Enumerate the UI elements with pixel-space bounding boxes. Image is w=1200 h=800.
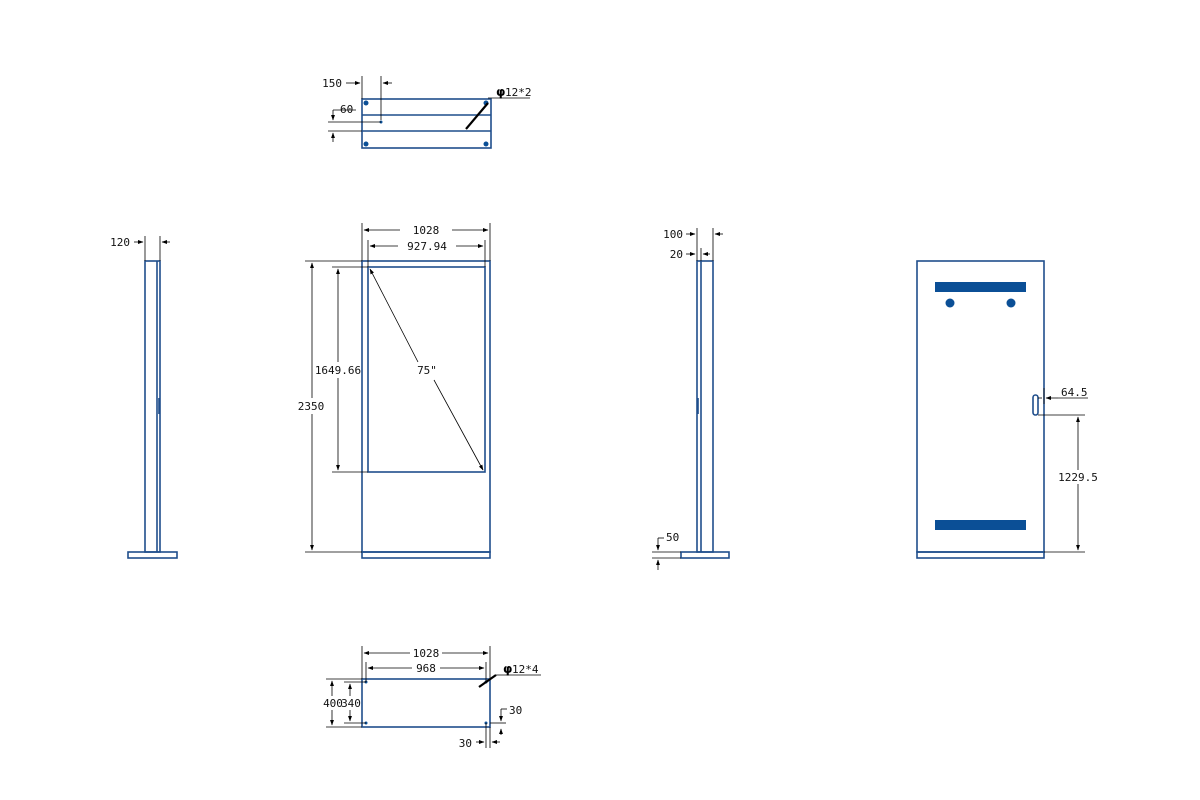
top-mounting-bar — [935, 282, 1026, 292]
back-view-outline — [916, 260, 1045, 553]
screen-outline — [367, 266, 486, 473]
dim-20: 20 — [670, 248, 683, 261]
back-view: 64.5 1229.5 — [916, 260, 1098, 559]
base-hole-note: 12*4 — [512, 663, 539, 676]
dim-1229-5: 1229.5 — [1058, 471, 1098, 484]
back-hole — [1006, 298, 1016, 308]
right-side-pillar — [696, 260, 714, 553]
base-plate-outline — [361, 678, 491, 728]
back-view-base — [916, 551, 1045, 559]
dim-64-5: 64.5 — [1061, 386, 1088, 399]
dim-60: 60 — [340, 103, 353, 116]
diameter-symbol: φ — [496, 85, 505, 99]
bottom-mounting-bar — [935, 520, 1026, 530]
dim-hole-spacing: 968 — [416, 662, 436, 675]
cable-slot — [1032, 394, 1039, 416]
top-view-outline — [361, 98, 492, 149]
dim-120: 120 — [110, 236, 130, 249]
dim-100: 100 — [663, 228, 683, 241]
left-side-view: 120 — [110, 236, 178, 559]
base-hole-leader — [478, 674, 497, 688]
dim-front-width: 1028 — [413, 224, 440, 237]
dim-50: 50 — [666, 531, 679, 544]
dim-base-depth: 400 — [323, 697, 343, 710]
dim-150: 150 — [322, 77, 342, 90]
screen-diagonal: 75" — [417, 364, 437, 377]
dim-screen-width: 927.94 — [407, 240, 447, 253]
mount-hole — [363, 100, 369, 106]
dim-hole-depth: 340 — [341, 697, 361, 710]
right-side-base — [680, 551, 730, 559]
dim-screen-height: 1649.66 — [315, 364, 361, 377]
front-view-outline — [361, 260, 491, 553]
diameter-symbol: φ — [503, 662, 512, 676]
hole-leader — [465, 102, 489, 130]
dim-base-width: 1028 — [413, 647, 440, 660]
front-view: 1028 927.94 1649.66 2350 75" — [298, 223, 491, 559]
dim-total-height: 2350 — [298, 400, 325, 413]
mount-hole — [363, 141, 369, 147]
left-side-base — [127, 551, 178, 559]
base-view: 1028 968 400 340 φ 12*4 30 — [323, 646, 541, 750]
mount-hole — [483, 141, 489, 147]
right-side-view: 100 20 50 — [652, 228, 730, 570]
back-hole — [945, 298, 955, 308]
dim-30-bottom: 30 — [459, 737, 472, 750]
dim-30-right: 30 — [509, 704, 522, 717]
top-view: 150 60 φ 12*2 — [322, 76, 532, 149]
top-hole-note: 12*2 — [505, 86, 532, 99]
front-view-base — [361, 551, 491, 559]
